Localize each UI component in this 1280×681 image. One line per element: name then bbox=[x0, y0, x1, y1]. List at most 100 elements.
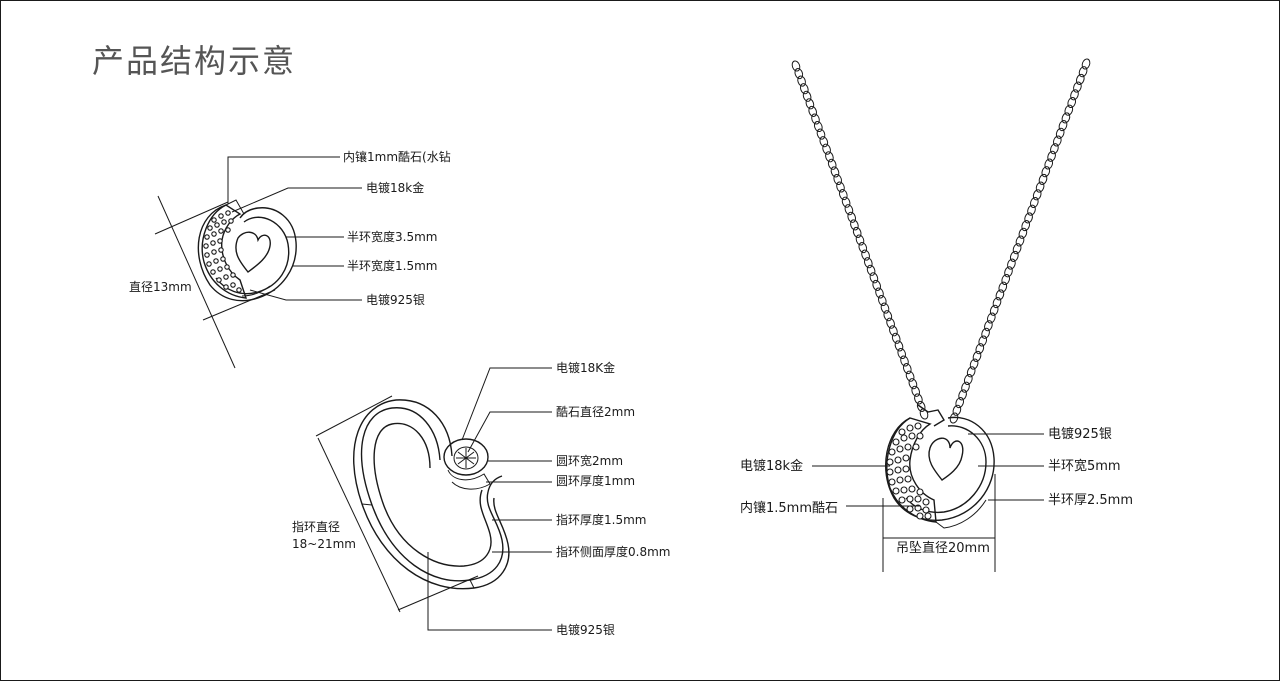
ring-thickness-label: 指环厚度1.5mm bbox=[556, 512, 646, 527]
chain-link bbox=[1050, 143, 1059, 155]
chain-link bbox=[1009, 250, 1019, 262]
chain-link bbox=[791, 60, 801, 72]
chain-link bbox=[978, 335, 988, 347]
chain-link bbox=[902, 363, 912, 375]
pendant-gold-label: 电镀18k金 bbox=[740, 458, 803, 474]
chain-link bbox=[1035, 181, 1045, 193]
pendant-stone bbox=[900, 486, 908, 494]
pendant-stone bbox=[896, 476, 904, 484]
pendant-stone bbox=[914, 422, 922, 430]
chain-link bbox=[894, 340, 904, 352]
pendant-stone bbox=[916, 488, 924, 496]
chain-link bbox=[852, 226, 862, 238]
ring-side-thickness-label: 指环侧面厚度0.8mm bbox=[556, 544, 670, 559]
chain-link bbox=[875, 287, 884, 299]
chain-link bbox=[914, 393, 923, 405]
chain-link bbox=[1067, 96, 1077, 109]
chain-link bbox=[825, 151, 834, 163]
chain-link bbox=[984, 320, 993, 332]
chain-link bbox=[808, 105, 818, 117]
chain-link bbox=[916, 400, 926, 412]
pendant-stone bbox=[894, 466, 902, 474]
chain-link bbox=[1038, 173, 1048, 185]
chain-link bbox=[886, 317, 895, 329]
pendant-stone bbox=[888, 448, 896, 456]
page-title: 产品结构示意 bbox=[92, 42, 297, 80]
chain-link bbox=[1027, 204, 1036, 216]
ring-circle-width-label: 圆环宽2mm bbox=[556, 453, 623, 468]
chain-link bbox=[850, 219, 859, 231]
chain-link bbox=[900, 355, 909, 367]
chain-link bbox=[1018, 227, 1028, 239]
chain-link bbox=[869, 272, 879, 284]
chain-link bbox=[1024, 212, 1033, 224]
chain-link bbox=[963, 373, 973, 386]
pendant-stone bbox=[922, 498, 930, 506]
pendant-stone bbox=[912, 443, 920, 451]
chain-link bbox=[836, 181, 845, 193]
chain-link bbox=[1021, 220, 1031, 232]
pendant-stone bbox=[904, 475, 912, 483]
earring-half-ring-width-label: 半环宽度3.5mm bbox=[347, 229, 437, 244]
ring-diameter-label-line1: 指环直径 bbox=[292, 519, 340, 534]
chain-link bbox=[995, 289, 1005, 301]
chain-link bbox=[805, 98, 815, 110]
chain-link bbox=[1070, 89, 1079, 101]
pendant-stone bbox=[898, 428, 906, 436]
pendant-stone bbox=[904, 443, 912, 451]
chain-link bbox=[897, 347, 907, 360]
chain-link bbox=[891, 332, 901, 344]
chain-link bbox=[1012, 243, 1022, 255]
chain-link bbox=[1029, 196, 1039, 209]
chain-link bbox=[889, 325, 898, 337]
chain-link bbox=[797, 75, 806, 87]
chain-link bbox=[794, 68, 804, 80]
pendant-stone bbox=[906, 424, 914, 432]
chain-link bbox=[1047, 150, 1056, 162]
chain-link bbox=[1041, 166, 1051, 178]
chain-link bbox=[998, 281, 1008, 293]
chain-link bbox=[919, 408, 929, 420]
pendant-stone bbox=[916, 512, 924, 520]
chain-link bbox=[883, 310, 893, 322]
pendant-half-ring-width-label: 半环宽5mm bbox=[1048, 458, 1121, 474]
chain-link bbox=[833, 173, 843, 186]
pendant-stone bbox=[900, 434, 908, 442]
earring-silver-label: 电镀925银 bbox=[366, 293, 425, 307]
chain-link bbox=[949, 412, 959, 424]
chain-link bbox=[799, 83, 809, 95]
pendant-diameter-label: 吊坠直径20mm bbox=[896, 540, 990, 556]
chain-link bbox=[1075, 73, 1085, 85]
pendant-stone bbox=[886, 458, 894, 466]
ring-silver-label: 电镀925银 bbox=[556, 623, 615, 637]
chain-link bbox=[989, 304, 999, 316]
chain-link bbox=[911, 385, 921, 397]
chain-link bbox=[827, 158, 837, 170]
chain-link bbox=[813, 120, 823, 133]
pendant-stone bbox=[902, 454, 910, 462]
pendant-stone bbox=[892, 487, 900, 495]
necklace-chain bbox=[791, 58, 1091, 424]
chain-link bbox=[830, 166, 840, 178]
chain-link bbox=[966, 366, 976, 378]
chain-link bbox=[1073, 81, 1082, 93]
chain-link bbox=[822, 143, 831, 155]
pendant-stone bbox=[894, 456, 902, 464]
chain-link bbox=[992, 297, 1002, 309]
chain-link bbox=[975, 343, 985, 355]
chain-link bbox=[855, 234, 865, 246]
chain-link bbox=[1061, 112, 1071, 124]
pendant-stone bbox=[886, 468, 894, 476]
chain-link bbox=[908, 378, 918, 390]
earring-illustration bbox=[154, 156, 362, 369]
chain-link bbox=[802, 90, 812, 102]
earring-gold-label: 电镀18k金 bbox=[366, 180, 424, 195]
chain-link bbox=[1052, 135, 1062, 147]
pendant-stone bbox=[908, 485, 916, 493]
chain-link bbox=[981, 327, 990, 339]
pendant-half-ring-thickness-label: 半环厚2.5mm bbox=[1048, 493, 1133, 508]
chain-link bbox=[844, 204, 854, 216]
ring-circle-thickness-label: 圆环厚度1mm bbox=[556, 473, 635, 488]
chain-link bbox=[969, 358, 979, 370]
